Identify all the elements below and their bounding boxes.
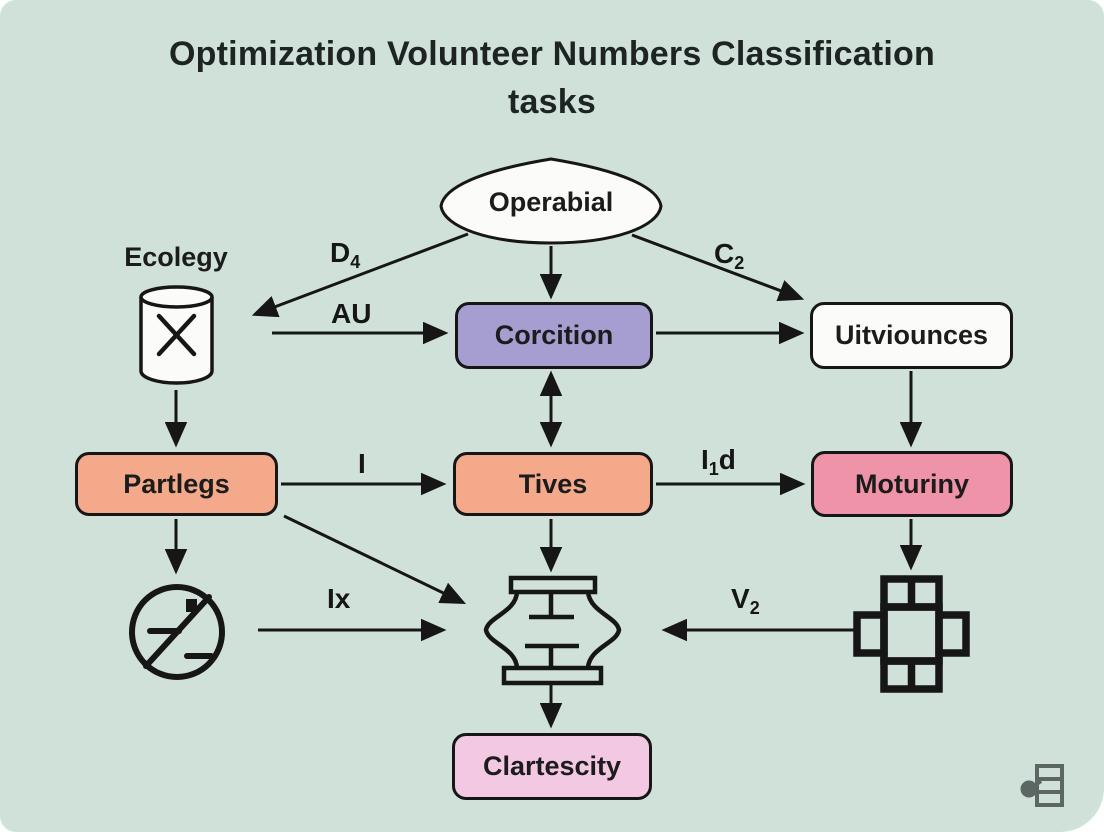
node-moturiny: Moturiny bbox=[811, 451, 1013, 517]
edge-partlegs-transformer bbox=[283, 514, 467, 604]
node-operabial: Operabial bbox=[441, 178, 661, 226]
node-partlegs-label: Partlegs bbox=[123, 468, 230, 499]
edge-lines bbox=[164, 232, 923, 729]
edge-operabial-uitviounces bbox=[631, 233, 805, 302]
node-clartescity: Clartescity bbox=[452, 733, 652, 800]
edge-operabial-ecology bbox=[251, 232, 469, 318]
edge-label-d4: D4 bbox=[330, 237, 361, 272]
no-entry-circle-icon bbox=[129, 584, 225, 680]
node-tives: Tives bbox=[453, 452, 653, 516]
node-corcition-label: Corcition bbox=[494, 320, 614, 350]
database-x-icon bbox=[139, 285, 214, 385]
node-uitviounces-label: Uitviounces bbox=[834, 320, 989, 350]
logo-watermark-icon bbox=[1020, 764, 1064, 807]
edge-label-v2: V2 bbox=[731, 583, 760, 618]
node-tives-label: Tives bbox=[518, 468, 588, 499]
node-uitviounces: Uitviounces bbox=[810, 302, 1013, 369]
node-partlegs: Partlegs bbox=[75, 452, 278, 516]
plus-grid-icon bbox=[853, 575, 970, 693]
edge-label-au: AU bbox=[331, 298, 372, 329]
operabial-ellipse-shape bbox=[439, 157, 663, 245]
node-corcition: Corcition bbox=[455, 302, 653, 369]
vase-transformer-icon bbox=[483, 575, 622, 686]
node-moturiny-label: Moturiny bbox=[855, 468, 969, 499]
edge-label-ix: Ix bbox=[327, 583, 351, 614]
node-ecology-label: Ecolegy bbox=[124, 241, 228, 272]
node-operabial-label: Operabial bbox=[488, 186, 614, 217]
edge-label-i1d: I1d bbox=[701, 444, 736, 479]
edge-label-i: I bbox=[358, 448, 366, 479]
edge-label-c2: C2 bbox=[714, 238, 745, 273]
node-clartescity-label: Clartescity bbox=[482, 751, 622, 781]
diagram-title: Optimization Volunteer Numbers Classific… bbox=[169, 35, 935, 122]
